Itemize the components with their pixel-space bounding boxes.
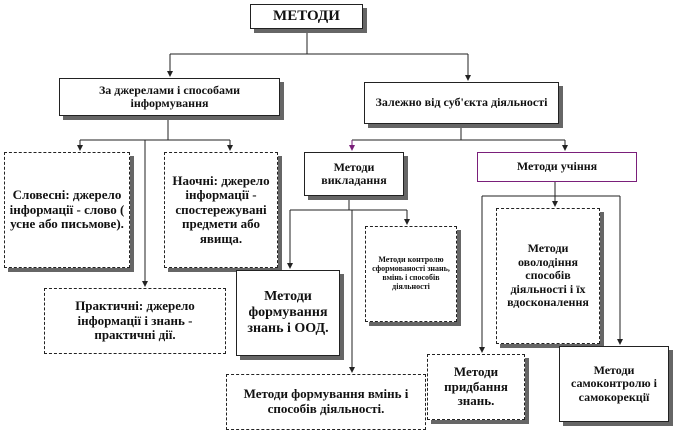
node-sources: За джерелами і способами інформування [59,78,280,116]
node-learning-label: Методи учіння [516,159,598,174]
node-self-control-label: Методи самоконтролю і самокорекції [571,362,657,404]
node-sources-label: За джерелами і способами інформування [98,82,241,110]
node-knowledge-formation: Методи формування знань і ООД. [236,270,340,356]
node-control: Методи контролю сформованості знань, вмі… [365,226,457,322]
node-acquisition-label: Методи придбання знань. [444,364,508,409]
node-subject: Залежно від суб'єкта діяльності [364,82,559,124]
node-root: МЕТОДИ [250,4,363,29]
node-verbal-label: Словесні: джерело інформації - слово ( у… [9,187,125,232]
node-root-label: МЕТОДИ [273,8,340,25]
node-skills-formation-label: Методи формування вмінь і способів діяль… [243,386,409,416]
node-subject-label: Залежно від суб'єкта діяльності [375,95,548,110]
node-self-control: Методи самоконтролю і самокорекції [559,346,669,422]
node-practical: Практичні: джерело інформації і знань - … [44,288,226,354]
node-visual-label: Наочні: джерело інформації - спостережув… [172,172,270,246]
node-knowledge-formation-label: Методи формування знань і ООД. [247,289,329,336]
node-learning: Методи учіння [477,152,637,182]
node-control-label: Методи контролю сформованості знань, вмі… [372,255,450,291]
node-teaching: Методи викладання [304,152,404,196]
node-verbal: Словесні: джерело інформації - слово ( у… [4,152,130,268]
node-acquisition: Методи придбання знань. [427,354,525,420]
node-mastering-label: Методи оволодіння способів діяльності і … [507,241,589,310]
node-mastering: Методи оволодіння способів діяльності і … [496,208,600,344]
node-teaching-label: Методи викладання [321,159,387,187]
node-practical-label: Практичні: джерело інформації і знань - … [75,298,195,343]
node-skills-formation: Методи формування вмінь і способів діяль… [226,374,426,430]
node-visual: Наочні: джерело інформації - спостережув… [164,152,278,268]
